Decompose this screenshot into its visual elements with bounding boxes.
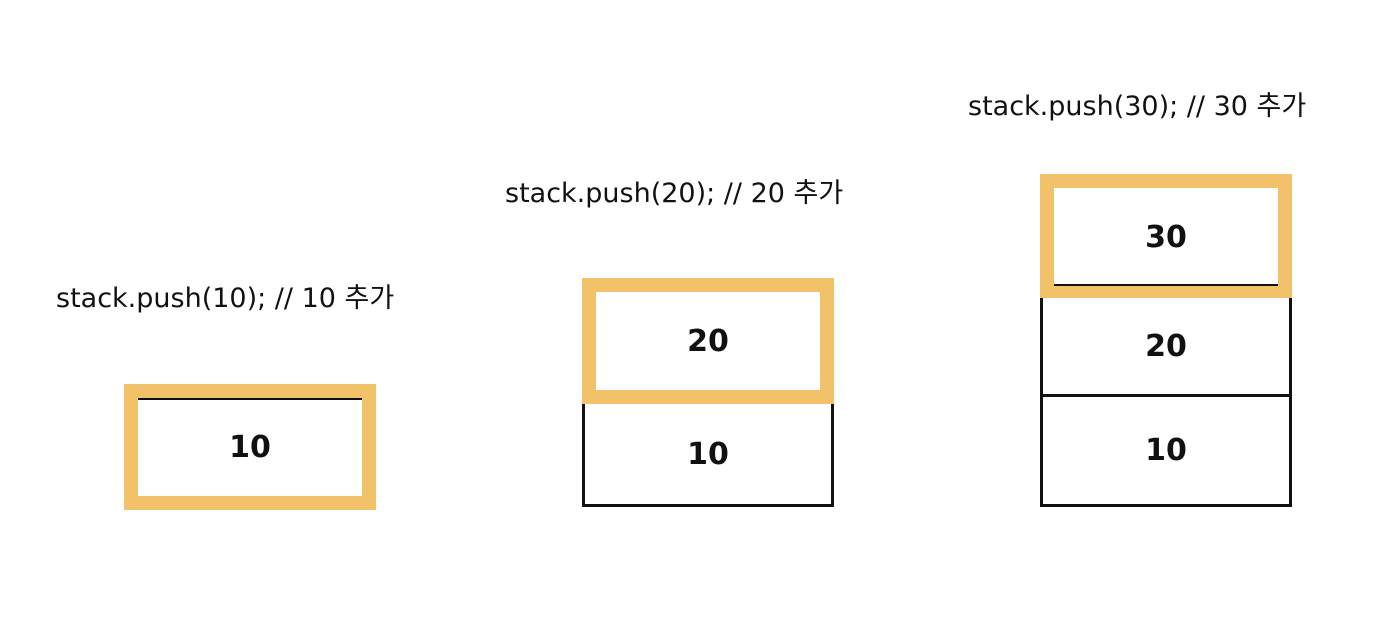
cell-value: 10: [229, 429, 271, 465]
step-2-caption: stack.push(20); // 20 추가: [505, 178, 844, 209]
cell-value: 30: [1145, 219, 1187, 255]
step-2-cell-10: 10: [582, 404, 834, 507]
step-2-pushed-cell-20: 20: [582, 278, 834, 404]
cell-value: 10: [687, 436, 729, 472]
step-3-caption: stack.push(30); // 30 추가: [968, 91, 1307, 122]
cell-value: 20: [1145, 328, 1187, 364]
step-1-pushed-cell-10: 10: [124, 384, 376, 510]
step-1-caption: stack.push(10); // 10 추가: [56, 283, 395, 314]
step-3-cell-20: 20: [1040, 298, 1292, 397]
cell-value: 10: [1145, 433, 1187, 468]
cell-value: 20: [687, 323, 729, 359]
cell-bottom-edge: [1054, 284, 1278, 286]
cell-top-edge: [138, 398, 362, 400]
step-3-cell-10: 10: [1040, 394, 1292, 507]
step-3-pushed-cell-30: 30: [1040, 174, 1292, 300]
